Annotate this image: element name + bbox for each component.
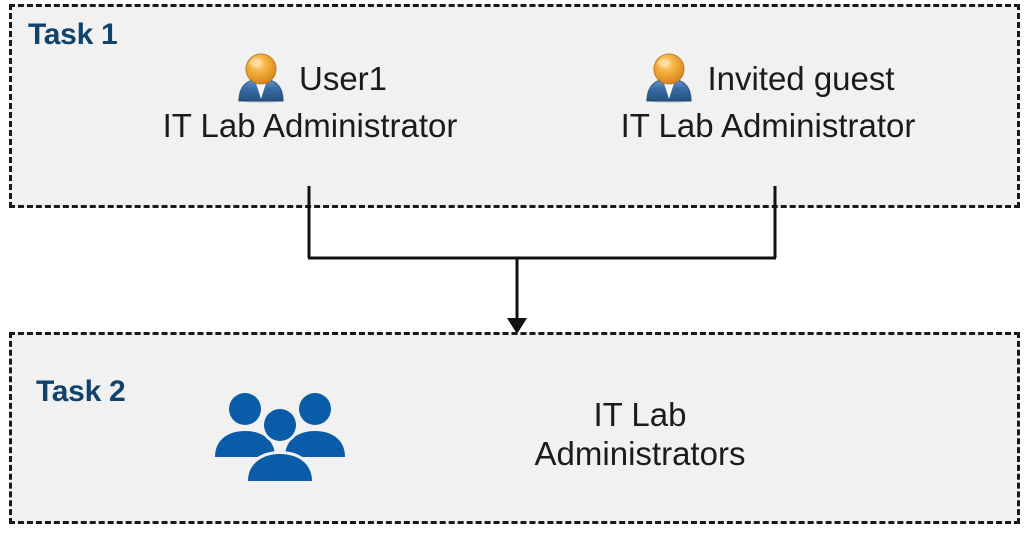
person-guest-name: Invited guest xyxy=(707,59,895,97)
person-card-user1: User1 IT Lab Administrator xyxy=(120,50,500,142)
group-card: IT Lab Administrators xyxy=(205,380,905,490)
person-guest-row: Invited guest xyxy=(578,50,958,106)
user-group-icon xyxy=(215,393,345,481)
person-card-invited-guest: Invited guest IT Lab Administrator xyxy=(578,50,958,142)
person-user1-name: User1 xyxy=(298,59,388,97)
user-icon xyxy=(646,53,693,103)
user-icon xyxy=(237,53,284,103)
person-user1-role: IT Lab Administrator xyxy=(162,107,458,144)
task2-container xyxy=(9,332,1020,524)
group-name: IT Lab Administrators xyxy=(534,396,746,472)
person-user1-row: User1 xyxy=(120,50,500,106)
task1-container xyxy=(9,4,1020,208)
task1-label: Task 1 xyxy=(28,18,118,51)
task2-label: Task 2 xyxy=(36,375,126,408)
person-guest-role: IT Lab Administrator xyxy=(620,107,916,144)
